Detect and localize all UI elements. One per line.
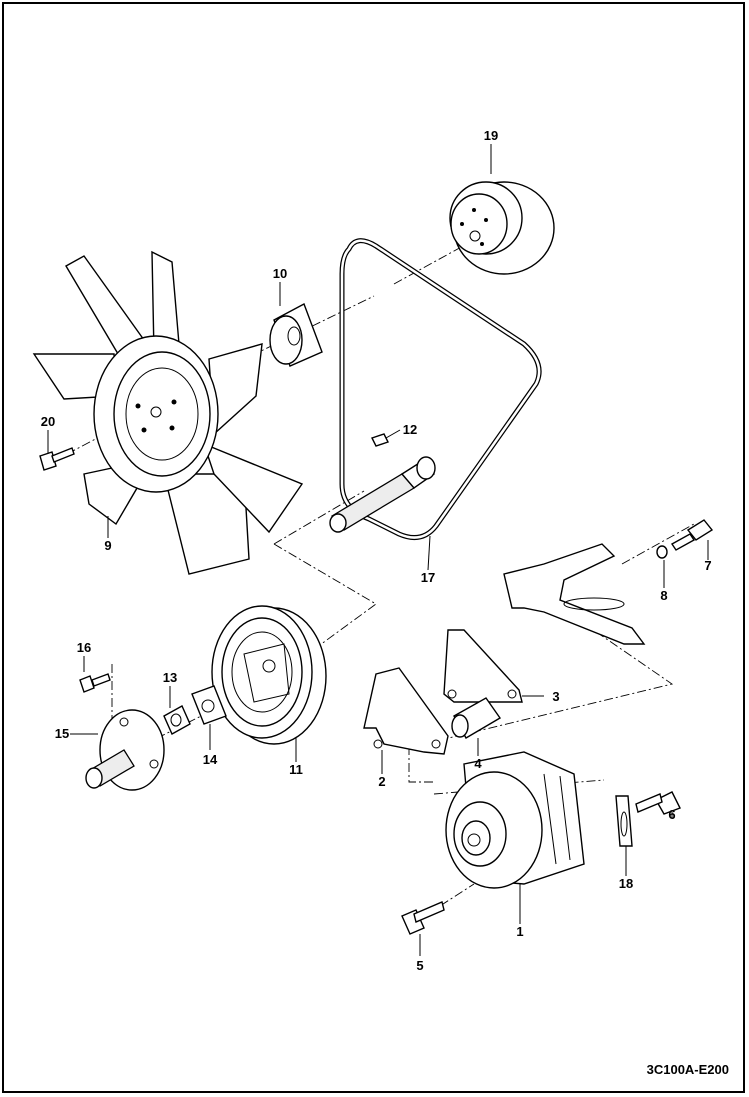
- callout-16: 16: [77, 640, 91, 655]
- callout-11: 11: [289, 762, 303, 777]
- diagram-reference-code: 3C100A-E200: [646, 1062, 729, 1077]
- callout-20: 20: [41, 414, 55, 429]
- callout-19: 19: [484, 128, 498, 143]
- crank-pulley: [211, 605, 327, 745]
- fan-assembly: [32, 250, 304, 575]
- alternator-brackets: [363, 629, 523, 755]
- callout-5: 5: [416, 958, 423, 973]
- leader-lines: [47, 144, 709, 956]
- callout-12: 12: [403, 422, 417, 437]
- shaft-and-key: [329, 433, 436, 533]
- fan-bolt: [39, 447, 75, 471]
- callouts: 1 2 3 4 5 6 7 8 9 10 11 12 13 14 15 16 1…: [41, 128, 712, 973]
- pulley-19: [449, 181, 555, 275]
- callout-1: 1: [516, 924, 523, 939]
- callout-7: 7: [704, 558, 711, 573]
- callout-14: 14: [203, 752, 218, 767]
- hub-parts: [79, 673, 227, 791]
- callout-18: 18: [619, 876, 633, 891]
- alternator-bolts: [401, 791, 681, 935]
- callout-8: 8: [660, 588, 667, 603]
- callout-10: 10: [273, 266, 287, 281]
- callout-6: 6: [668, 807, 675, 822]
- strap-bracket: [503, 519, 714, 645]
- callout-3: 3: [552, 689, 559, 704]
- callout-17: 17: [421, 570, 435, 585]
- fan-spacer: [269, 303, 323, 367]
- callout-4: 4: [474, 756, 482, 771]
- callout-13: 13: [163, 670, 177, 685]
- callout-2: 2: [378, 774, 385, 789]
- alternator: [445, 751, 585, 889]
- v-belt: [339, 238, 542, 541]
- exploded-parts-diagram: 1 2 3 4 5 6 7 8 9 10 11 12 13 14 15 16 1…: [32, 128, 714, 973]
- callout-15: 15: [55, 726, 69, 741]
- callout-9: 9: [104, 538, 111, 553]
